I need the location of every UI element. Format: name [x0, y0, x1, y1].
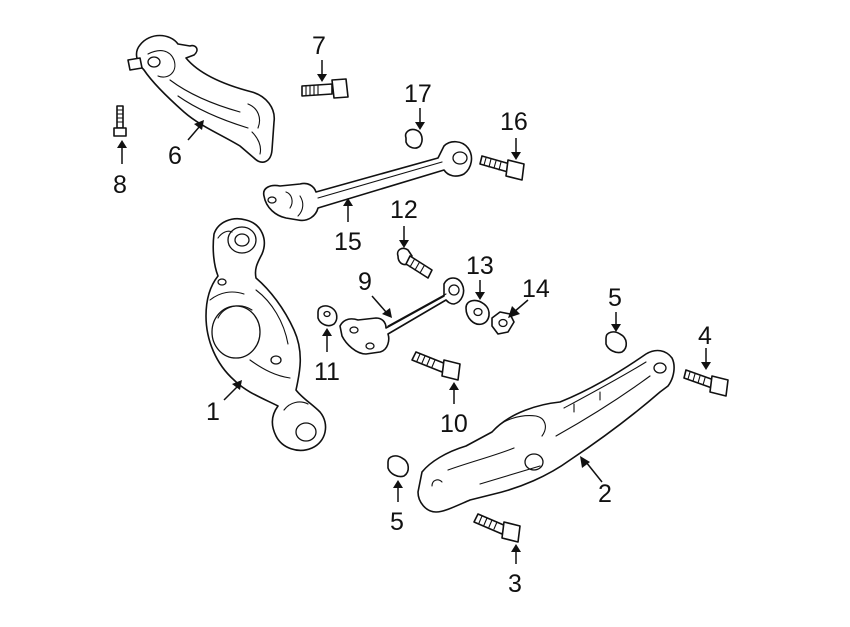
callout-15: 15 — [334, 228, 362, 256]
part-15-lateral-link — [262, 140, 473, 222]
part-3-bolt — [473, 513, 521, 543]
callout-14: 14 — [522, 275, 550, 303]
part-1-knuckle — [205, 218, 327, 452]
callout-6: 6 — [168, 142, 182, 170]
callout-17: 17 — [404, 80, 432, 108]
callout-12: 12 — [390, 196, 418, 224]
part-17-bushing — [404, 128, 423, 149]
callout-5-lower: 5 — [390, 508, 404, 536]
callout-labels: 7 8 6 17 16 15 12 13 14 9 11 5 4 10 1 2 … — [113, 32, 712, 598]
part-6-upper-arm — [127, 34, 276, 163]
callout-9: 9 — [358, 268, 372, 296]
callout-7: 7 — [312, 32, 326, 60]
callout-8: 8 — [113, 171, 127, 199]
callout-13: 13 — [466, 252, 494, 280]
callout-4: 4 — [698, 322, 712, 350]
leader-lines — [117, 60, 711, 564]
part-8-bolt — [113, 105, 127, 137]
callout-1: 1 — [206, 398, 220, 426]
part-16-bolt — [479, 155, 525, 181]
part-9-toe-link — [339, 277, 465, 355]
callout-2: 2 — [598, 480, 612, 508]
part-7-bolt — [301, 78, 349, 99]
part-12-bolt — [396, 247, 433, 279]
part-11-bushing — [317, 305, 338, 327]
part-2-lower-arm — [417, 349, 675, 513]
callout-11: 11 — [314, 358, 340, 386]
part-4-bolt — [683, 369, 729, 397]
part-13-washer — [465, 299, 490, 326]
callout-5-upper: 5 — [608, 284, 622, 312]
part-5-bushing-lower — [387, 455, 410, 478]
callout-10: 10 — [440, 410, 468, 438]
callout-16: 16 — [500, 108, 528, 136]
part-5-bushing-upper — [605, 331, 628, 354]
callout-3: 3 — [508, 570, 522, 598]
part-10-bolt — [411, 351, 461, 381]
